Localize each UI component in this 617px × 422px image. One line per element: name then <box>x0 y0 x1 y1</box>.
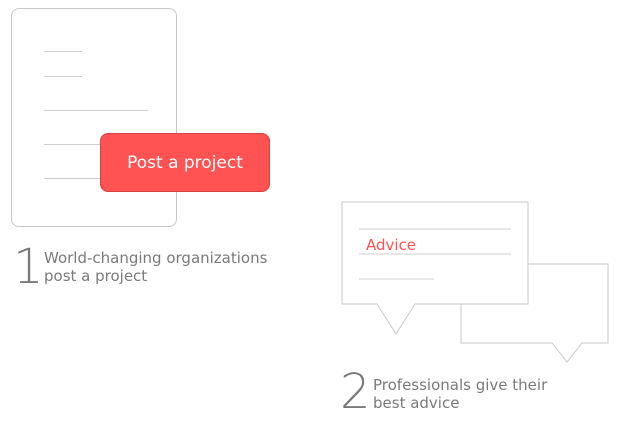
step-2-line-2: best advice <box>373 394 460 412</box>
document-line <box>44 144 104 145</box>
document-line <box>44 178 104 179</box>
document-line <box>44 76 82 77</box>
front-speech-bubble <box>341 201 529 335</box>
post-project-button[interactable]: Post a project <box>100 133 270 192</box>
step-1-description: World-changing organizations post a proj… <box>44 249 267 285</box>
step-2-description: Professionals give their best advice <box>373 376 547 412</box>
step-number-2: 2 <box>340 364 371 420</box>
step-2-line-1: Professionals give their <box>373 376 548 394</box>
advice-label: Advice <box>366 236 417 254</box>
step-1-line-2: post a project <box>44 267 148 285</box>
step-number-1: 1 <box>13 239 44 295</box>
step-1-line-1: World-changing organizations <box>44 249 268 267</box>
document-line <box>44 110 148 111</box>
project-document-illustration <box>11 8 177 227</box>
document-line <box>44 51 82 52</box>
